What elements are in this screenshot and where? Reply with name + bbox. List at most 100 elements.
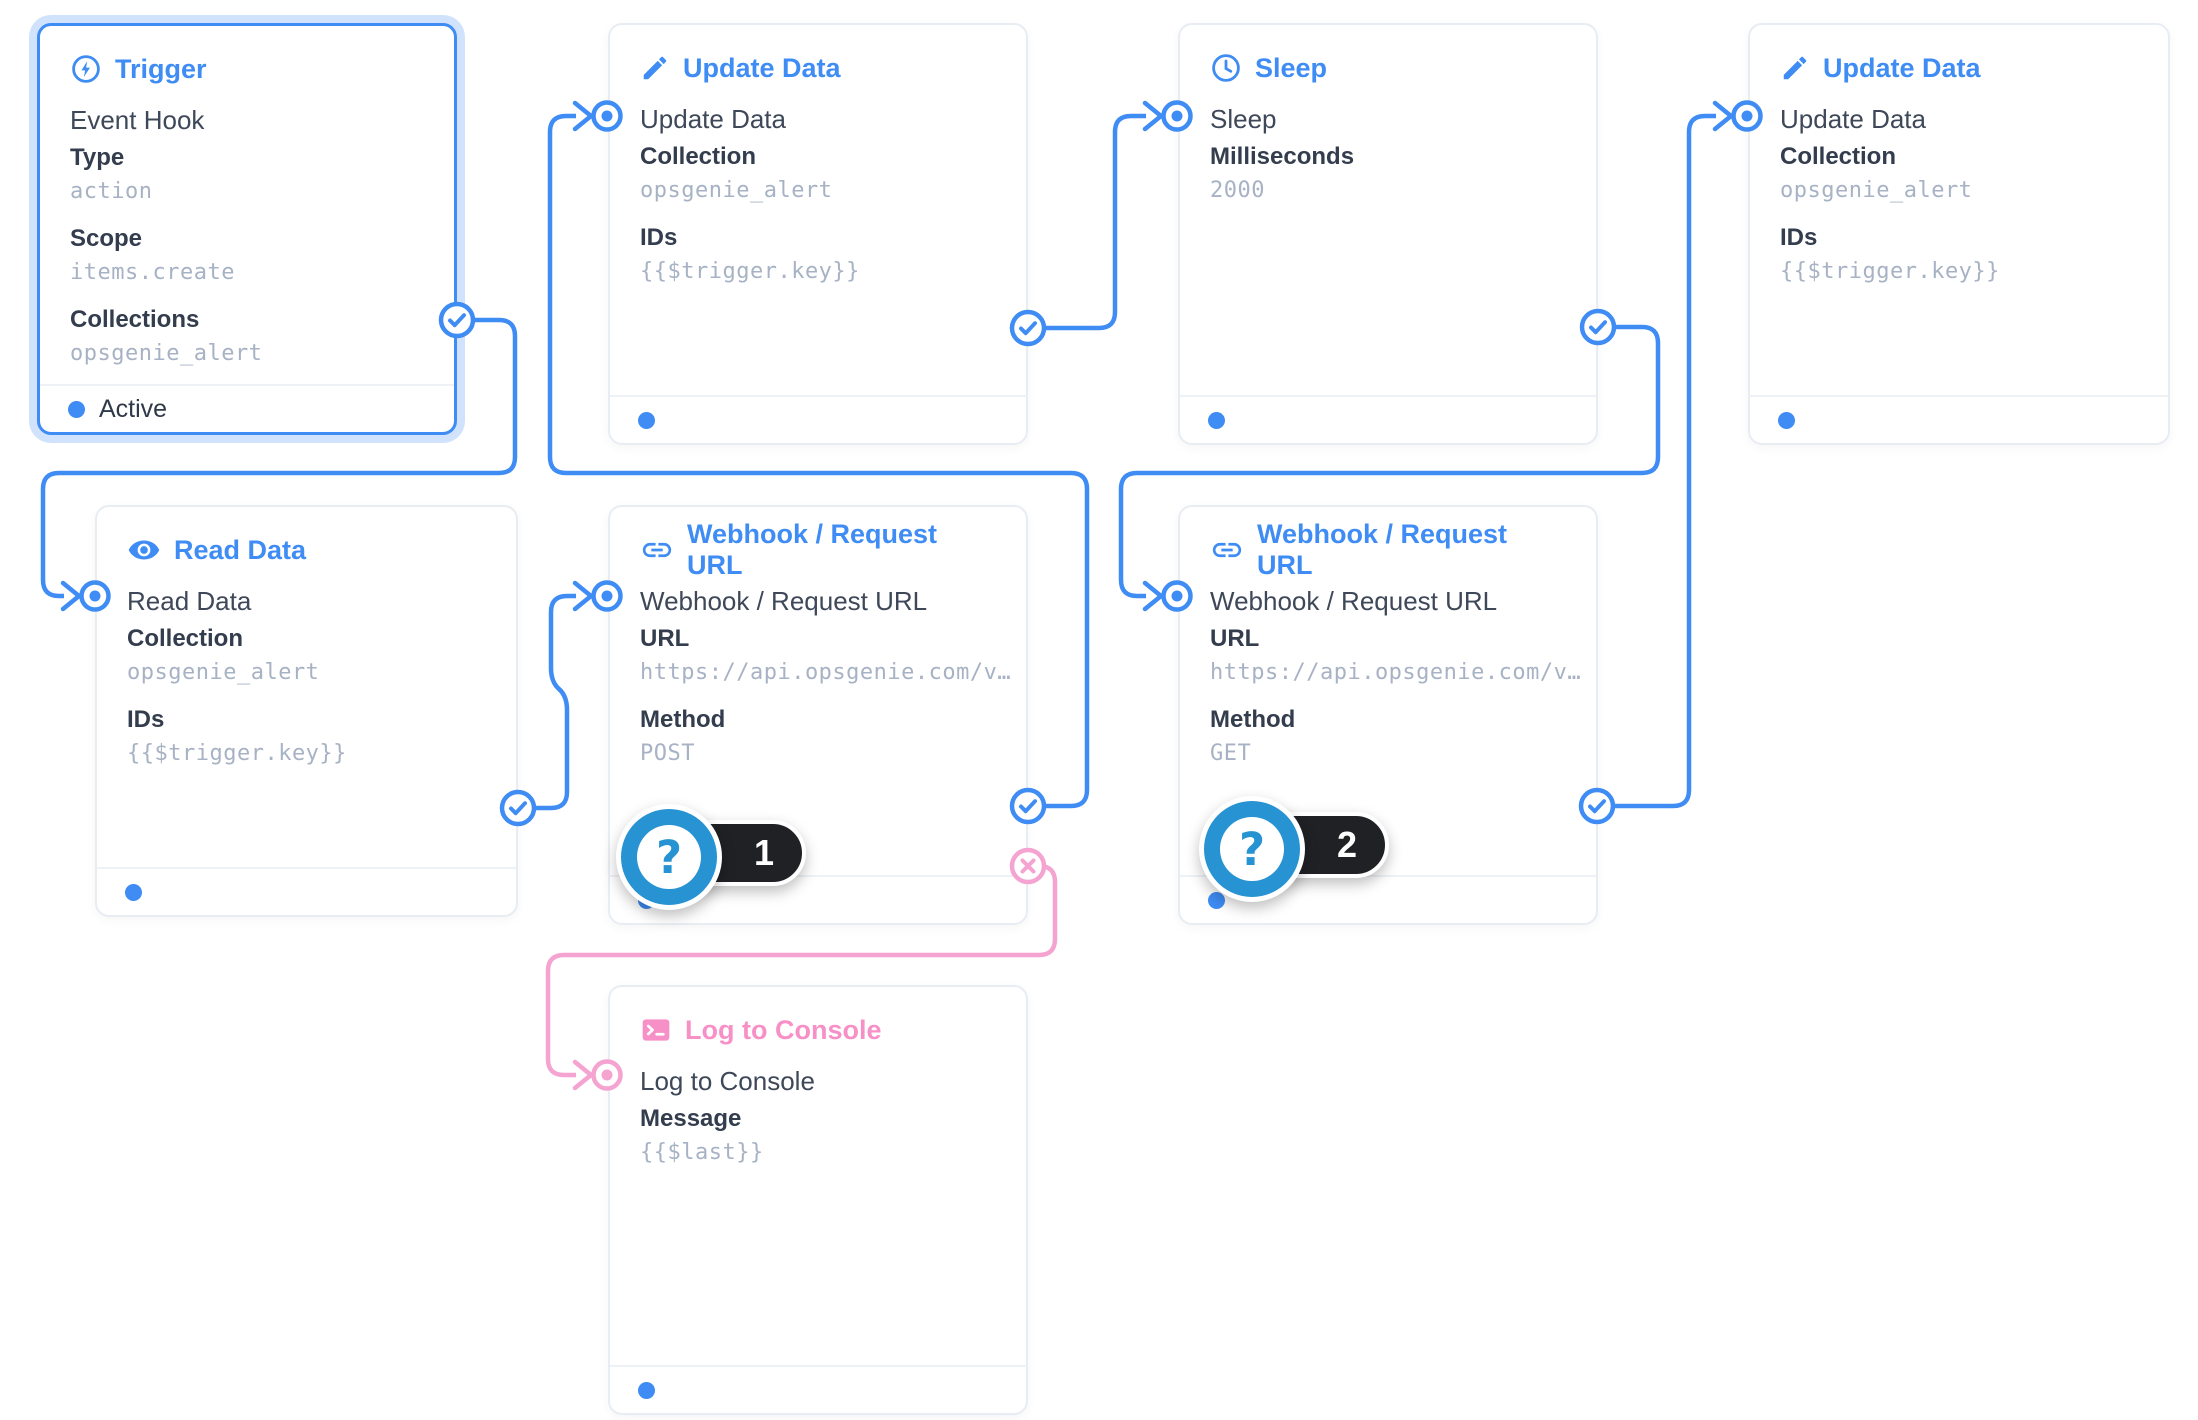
status-dot-icon [1208, 411, 1225, 429]
field-label: Message [640, 1105, 742, 1132]
node-header-label: Sleep [1255, 52, 1328, 83]
field-value: opsgenie_alert [1780, 178, 1973, 203]
field-value: action [70, 179, 153, 204]
node-title: Sleep [1210, 104, 1277, 134]
field-label: Collection [127, 625, 244, 652]
status-dot-icon [68, 400, 85, 418]
node-title: Webhook / Request URL [1210, 586, 1498, 616]
node-field: Scope items.create [70, 221, 424, 290]
pencil-icon [640, 53, 670, 83]
edge-arrowhead-icon [572, 580, 594, 612]
field-value: {{$trigger.key}} [127, 741, 347, 766]
node-field: IDs{{$trigger.key}} [1780, 220, 2138, 289]
edge-arrowhead-icon [572, 1059, 594, 1091]
question-badge-icon: ? [1199, 796, 1305, 902]
field-value: {{$trigger.key}} [640, 259, 860, 284]
field-value: POST [640, 741, 695, 766]
status-dot-icon [638, 1381, 655, 1399]
status-dot-icon [1208, 891, 1225, 909]
field-value: GET [1210, 741, 1252, 766]
field-value: {{$trigger.key}} [1780, 259, 2000, 284]
node-field: Message{{$last}} [640, 1101, 996, 1170]
node-title: Read Data [127, 586, 252, 616]
link-icon [1210, 533, 1244, 567]
field-label: Method [1210, 706, 1296, 733]
field-value: opsgenie_alert [640, 178, 833, 203]
node-webhook-get[interactable]: Webhook / Request URL Webhook / Request … [1178, 505, 1598, 925]
node-title: Update Data [1780, 104, 1926, 134]
field-label: Scope [70, 225, 143, 252]
node-field: IDs{{$trigger.key}} [640, 220, 996, 289]
unresolved-steps-badge[interactable]: 2 ? [1199, 796, 1449, 916]
node-status-row [1180, 395, 1596, 443]
field-label: Method [640, 706, 726, 733]
edge-arrowhead-icon [572, 100, 594, 132]
status-dot-icon [638, 411, 655, 429]
node-title: Update Data [640, 104, 786, 134]
node-header-label: Update Data [1823, 52, 1981, 83]
node-status-row: Active [40, 384, 454, 432]
node-title: Event Hook [70, 105, 205, 135]
node-header: Read Data [127, 532, 486, 568]
pencil-icon [1780, 53, 1810, 83]
node-status-row [97, 867, 516, 915]
question-badge-icon: ? [616, 804, 722, 910]
field-value: https://api.opsgenie.com/v… [1210, 660, 1582, 685]
clock-icon [1210, 52, 1242, 84]
node-header-label: Update Data [683, 52, 841, 83]
node-header-label: Webhook / Request URL [1257, 519, 1508, 580]
node-title: Webhook / Request URL [640, 586, 928, 616]
field-label: Type [70, 144, 125, 171]
node-field: Collection opsgenie_alert [127, 621, 486, 690]
node-status-row [610, 395, 1026, 443]
bolt-circle-icon [70, 53, 102, 85]
node-header: Update Data [1780, 50, 2138, 86]
node-header: Webhook / Request URL [640, 519, 996, 580]
node-header-label: Webhook / Request URL [687, 519, 938, 580]
unresolved-steps-badge[interactable]: 1 ? [616, 804, 866, 924]
edge-webhook-get-to-update-data-2 [1597, 113, 1716, 809]
node-header: Log to Console [640, 1012, 996, 1048]
edge-arrowhead-icon [60, 580, 82, 612]
node-field: Collections opsgenie_alert [70, 302, 424, 371]
edge-read-data-to-webhook-post [518, 593, 576, 811]
edge-arrowhead-icon [1712, 100, 1734, 132]
eye-icon [127, 533, 161, 567]
field-value: opsgenie_alert [127, 660, 320, 685]
edge-update-data-1-to-sleep [1028, 113, 1146, 331]
node-status-row [610, 1365, 1026, 1413]
node-read-data[interactable]: Read Data Read Data Collection opsgenie_a… [95, 505, 518, 917]
node-status-row [1750, 395, 2168, 443]
node-field: Milliseconds 2000 [1210, 139, 1566, 208]
node-header: Update Data [640, 50, 996, 86]
node-fields: Message{{$last}} [640, 1101, 996, 1170]
field-value: opsgenie_alert [70, 341, 263, 366]
status-dot-icon [125, 883, 142, 901]
field-label: Milliseconds [1210, 143, 1355, 170]
field-value: 2000 [1210, 178, 1265, 203]
node-webhook-post[interactable]: Webhook / Request URL Webhook / Request … [608, 505, 1028, 925]
node-sleep[interactable]: Sleep Sleep Milliseconds 2000 [1178, 23, 1598, 445]
node-status-row [1180, 875, 1596, 923]
node-log-to-console[interactable]: Log to Console Log to Console Message{{$… [608, 985, 1028, 1415]
node-field: Type action [70, 140, 424, 209]
field-value: items.create [70, 260, 235, 285]
node-header-label: Log to Console [685, 1014, 882, 1045]
node-header-label: Trigger [115, 53, 207, 84]
field-label: Collections [70, 306, 200, 333]
